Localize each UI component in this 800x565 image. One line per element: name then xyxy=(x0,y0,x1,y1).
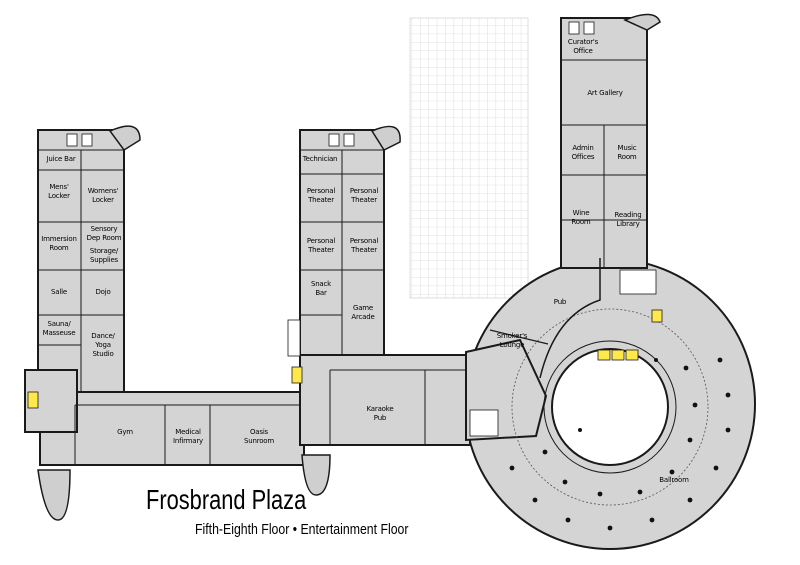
room-reading-library: Reading Library xyxy=(614,211,642,228)
room-ballroom: Ballroom xyxy=(659,476,689,484)
room-karaoke-pub: Karaoke Pub xyxy=(366,405,394,422)
room-immersion-room: Immersion Room xyxy=(41,235,77,252)
room-juice-bar: Juice Bar xyxy=(46,155,76,163)
pub-partition xyxy=(539,258,601,379)
room-oasis-sunroom: Oasis Sunroom xyxy=(243,428,275,445)
room-wine-room: Wine Room xyxy=(571,209,591,226)
room-snack-bar: Snack Bar xyxy=(310,280,332,297)
room-game-arcade: Game Arcade xyxy=(351,304,375,321)
north-wing-walls xyxy=(561,59,647,268)
fixtures xyxy=(66,21,657,437)
room-personal-theater-4: Personal Theater xyxy=(349,237,379,254)
elevators xyxy=(27,309,663,409)
room-gym: Gym xyxy=(117,428,133,436)
room-personal-theater-3: Personal Theater xyxy=(306,237,336,254)
room-salle: Salle xyxy=(51,288,67,296)
room-admin-offices: Admin Offices xyxy=(571,144,595,161)
room-sensory-dep-room: Sensory Dep Room xyxy=(86,225,122,242)
room-medical-infirmary: Medical Infirmary xyxy=(173,428,203,445)
room-personal-theater-1: Personal Theater xyxy=(306,187,336,204)
center-hall xyxy=(299,354,471,446)
south-corridor-walls xyxy=(74,404,300,465)
ballroom-columns xyxy=(509,357,731,531)
room-personal-theater-2: Personal Theater xyxy=(349,187,379,204)
room-pub: Pub xyxy=(553,298,567,306)
room-mens-locker: Mens' Locker xyxy=(48,183,70,200)
room-technician: Technician xyxy=(302,155,338,163)
room-dojo: Dojo xyxy=(95,288,111,296)
lounge-partition xyxy=(489,329,549,345)
stair-towers xyxy=(37,13,661,521)
ballroom-atrium xyxy=(551,348,669,466)
background-grid xyxy=(409,17,529,299)
room-womens-locker: Womens' Locker xyxy=(87,187,119,204)
room-dance-yoga-studio: Dance/ Yoga Studio xyxy=(91,332,115,358)
room-music-room: Music Room xyxy=(617,144,637,161)
room-art-gallery: Art Gallery xyxy=(587,89,623,97)
room-storage-supplies: Storage/ Supplies xyxy=(89,247,119,264)
west-wing-walls xyxy=(38,149,124,392)
mid-ring-wall xyxy=(511,308,709,506)
room-sauna-masseuse: Sauna/ Masseuse xyxy=(42,320,76,337)
plan-title: Frosbrand Plaza xyxy=(146,484,307,515)
middle-wing-walls xyxy=(300,149,466,445)
room-smokers-lounge: Smoker's Lounge xyxy=(496,332,528,349)
inner-ring-wall xyxy=(543,340,677,474)
south-corridor xyxy=(39,391,305,466)
plan-subtitle: Fifth-Eighth Floor • Entertainment Floor xyxy=(195,521,409,538)
room-curators-office: Curator's Office xyxy=(567,38,599,55)
